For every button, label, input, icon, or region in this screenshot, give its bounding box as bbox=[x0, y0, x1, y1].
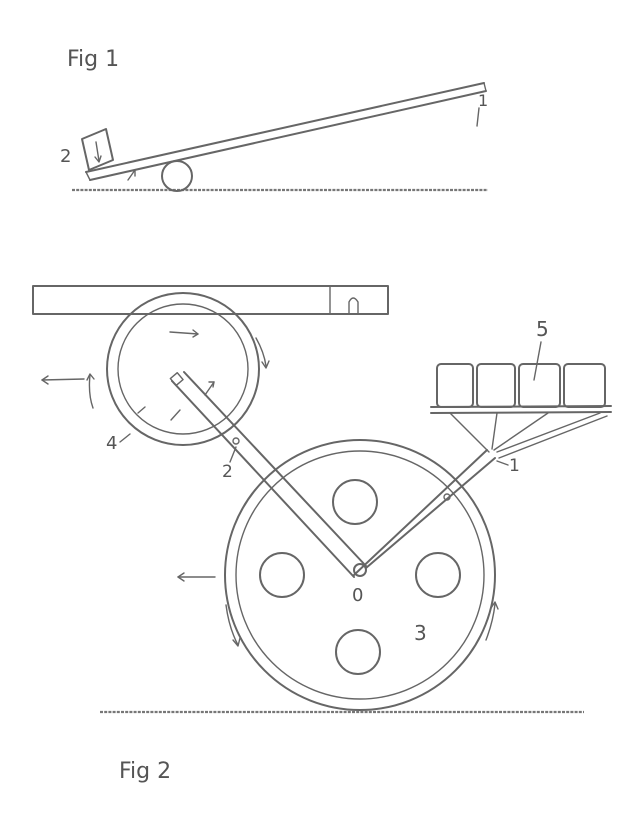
lever-arrow-icon bbox=[127, 169, 136, 181]
fig2-caption: Fig 2 bbox=[119, 759, 171, 784]
label-small-wheel: 4 bbox=[106, 433, 117, 454]
leader-arm-joint-right bbox=[496, 460, 509, 466]
pivot-pin bbox=[353, 563, 367, 577]
leader-blocks bbox=[533, 341, 542, 381]
block-tray bbox=[430, 363, 612, 459]
leader-small-wheel bbox=[119, 433, 131, 443]
fig1-caption: Fig 1 bbox=[67, 47, 119, 72]
large-wheel bbox=[177, 439, 499, 711]
figure-1: Fig 1 2 1 bbox=[60, 47, 488, 192]
figure-2: 4 3 bbox=[32, 285, 612, 784]
fig1-label-end: 1 bbox=[478, 91, 488, 110]
block-3 bbox=[518, 363, 561, 408]
small-wheel bbox=[41, 292, 270, 446]
block-4 bbox=[563, 363, 606, 408]
fulcrum-roller bbox=[161, 160, 193, 192]
label-arm-joint-right: 1 bbox=[509, 456, 520, 476]
wheel-hole-top bbox=[332, 479, 378, 525]
label-big-wheel: 3 bbox=[414, 621, 427, 645]
label-pivot: 0 bbox=[352, 585, 363, 606]
label-blocks: 5 bbox=[536, 317, 549, 341]
inclined-lever bbox=[85, 82, 487, 181]
leader-arm-joint-left bbox=[229, 446, 237, 463]
top-rail bbox=[32, 285, 389, 315]
wheel-hole-bottom bbox=[335, 629, 381, 675]
wheel-hole-right bbox=[415, 552, 461, 598]
label-arm-joint-left: 2 bbox=[222, 462, 233, 482]
v-arms bbox=[169, 371, 496, 578]
fig1-label-load: 2 bbox=[60, 146, 71, 167]
joint-left bbox=[232, 437, 240, 445]
block-1 bbox=[436, 363, 474, 408]
end-arrow-icon bbox=[476, 107, 480, 127]
block-2 bbox=[476, 363, 516, 408]
load-box bbox=[81, 128, 114, 171]
wheel-hole-left bbox=[259, 552, 305, 598]
joint-right bbox=[443, 493, 451, 501]
